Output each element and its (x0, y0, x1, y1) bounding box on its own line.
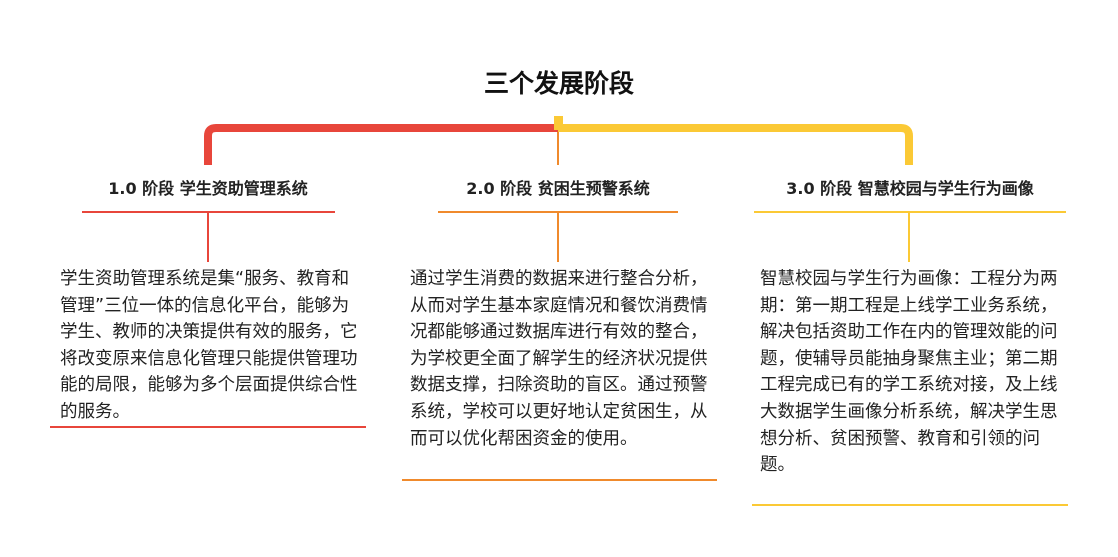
stage-2-description: 通过学生消费的数据来进行整合分析，从而对学生基本家庭情况和餐饮消费情况都能够通过… (410, 269, 708, 449)
bracket-center-notch (554, 116, 563, 130)
stage-3-description: 智慧校园与学生行为画像：工程分为两期：第一期工程是上线学工业务系统，解决包括资助… (760, 269, 1058, 476)
stage-1-heading: 1.0 阶段 学生资助管理系统 (108, 179, 308, 198)
stage-2-heading: 2.0 阶段 贫困生预警系统 (466, 179, 650, 198)
stage-3-heading: 3.0 阶段 智慧校园与学生行为画像 (786, 179, 1034, 198)
stage-1-description: 学生资助管理系统是集“服务、教育和管理”三位一体的信息化平台，能够为学生、教师的… (60, 269, 358, 422)
bracket-right (558, 124, 913, 165)
diagram-title: 三个发展阶段 (483, 69, 634, 98)
bracket-left (204, 124, 558, 165)
